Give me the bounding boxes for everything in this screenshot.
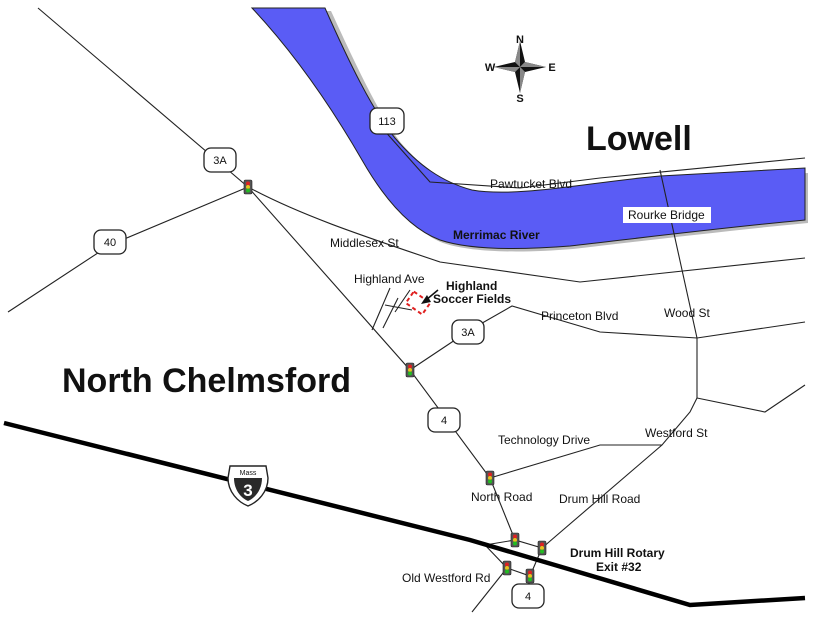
road-highland-ave <box>371 287 413 331</box>
road-pawtucket-blvd <box>374 119 806 189</box>
interstate-state-label: Mass <box>240 470 257 477</box>
label-rotary-line2: Exit #32 <box>596 560 642 574</box>
label-merrimac-river: Merrimac River <box>453 228 540 242</box>
label-pawtucket-blvd: Pawtucket Blvd <box>490 177 572 191</box>
river-water <box>250 7 806 249</box>
city-lowell: Lowell <box>586 120 692 158</box>
compass-n: N <box>516 34 524 46</box>
label-destination-line1: Highland <box>446 279 497 293</box>
label-north-road: North Road <box>471 490 532 504</box>
label-technology-drive: Technology Drive <box>498 433 590 447</box>
route-shield-113: 113 <box>369 107 405 135</box>
compass-w: W <box>485 62 496 74</box>
label-drum-hill-road: Drum Hill Road <box>559 492 640 506</box>
traffic-lights <box>243 179 547 584</box>
road-middlesex-st <box>247 186 806 283</box>
city-north-chelmsford: North Chelmsford <box>62 362 351 400</box>
route-shield-4-north: 4 <box>427 407 461 433</box>
label-destination-line2: Soccer Fields <box>433 292 511 306</box>
interstate-number: 3 <box>243 481 252 500</box>
route-shield-3a-north: 3A <box>203 147 237 173</box>
road-route-40 <box>7 186 249 313</box>
road-drum-hill-road <box>541 444 663 549</box>
route-shield-label: 4 <box>441 415 447 427</box>
traffic-light-icon <box>485 470 495 486</box>
route-shield-40: 40 <box>93 229 127 255</box>
label-wood-st: Wood St <box>664 306 710 320</box>
traffic-light-icon <box>525 568 535 584</box>
traffic-light-icon <box>510 532 520 548</box>
rourke-bridge-label-box: Rourke Bridge <box>623 207 711 223</box>
road-east-connector <box>696 384 806 413</box>
route-shield-label: 3A <box>461 327 475 339</box>
route-shield-4-south: 4 <box>511 583 545 609</box>
label-middlesex-st: Middlesex St <box>330 236 399 250</box>
traffic-light-icon <box>243 179 253 195</box>
label-rourke-bridge: Rourke Bridge <box>628 208 705 222</box>
label-old-westford-rd: Old Westford Rd <box>402 571 490 585</box>
label-princeton-blvd: Princeton Blvd <box>541 309 618 323</box>
compass-s: S <box>516 93 523 105</box>
compass-rose-icon: N S E W <box>485 34 556 105</box>
label-rotary-line1: Drum Hill Rotary <box>570 546 665 560</box>
highway-interstate-3 <box>3 420 806 608</box>
label-highland-ave: Highland Ave <box>354 272 425 286</box>
interstate-3-shield: Mass 3 <box>227 465 269 507</box>
route-shield-label: 113 <box>378 116 396 128</box>
route-shield-label: 3A <box>213 155 227 167</box>
route-shield-label: 40 <box>104 237 116 249</box>
merrimac-river <box>250 7 808 252</box>
traffic-light-icon <box>405 362 415 378</box>
label-westford-st: Westford St <box>645 426 708 440</box>
route-shield-label: 4 <box>525 591 531 603</box>
compass-e: E <box>548 62 555 74</box>
traffic-light-icon <box>537 540 547 556</box>
destination-marker <box>404 289 439 316</box>
road-route-3a-4-spine <box>37 7 516 541</box>
traffic-light-icon <box>502 560 512 576</box>
road-old-westford-rd <box>471 567 508 613</box>
route-shield-3a-south: 3A <box>451 319 485 345</box>
